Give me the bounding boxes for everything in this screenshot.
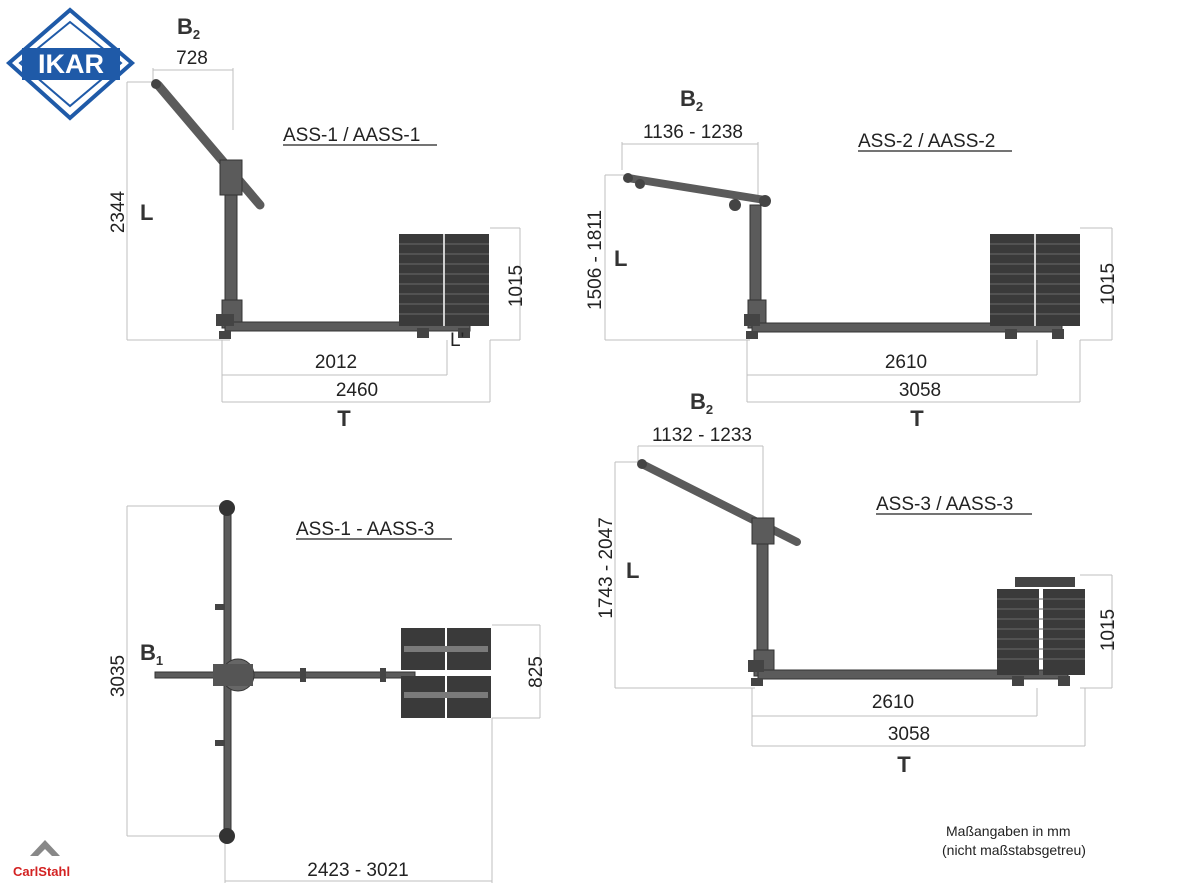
height-dimension: 2344	[108, 190, 129, 233]
weight-height-dimension: 1015	[1098, 609, 1119, 651]
span-dimension-2: 2460	[336, 380, 378, 401]
span-dimension: 2423 - 3021	[307, 860, 408, 881]
b2-label: B2	[680, 86, 703, 114]
foot-label: L'	[450, 330, 464, 351]
width-dimension: 3035	[108, 655, 129, 697]
b2-dimension: 1136 - 1238	[643, 122, 743, 143]
panel-title: ASS-1 - AASS-3	[296, 519, 434, 540]
height-dimension: 1506 - 1811	[585, 210, 606, 310]
panel-ass-3: B2 1132 - 1233 1743 - 2047 L ASS-3 / AAS…	[596, 389, 1119, 777]
panel-ass-1-aass-3: B1 3035 ASS-1 - AASS-3 825 2423 - 3021	[108, 500, 547, 883]
l-label: L	[614, 246, 627, 271]
span-dimension-1: 2610	[885, 352, 927, 373]
t-label: T	[897, 752, 911, 777]
weight-height-dimension: 1015	[506, 265, 527, 307]
b2-dimension: 728	[176, 48, 208, 69]
ikar-logo: IKAR	[5, 7, 136, 121]
b2-label: B2	[177, 14, 200, 42]
units-note-line-1: Maßangaben in mm	[946, 823, 1071, 839]
span-dimension-1: 2610	[872, 692, 914, 713]
span-dimension-2: 3058	[899, 380, 941, 401]
l-label: L	[140, 200, 153, 225]
t-label: T	[337, 406, 351, 431]
panel-ass-1: B2 728 2344 L ASS-1 / AASS-1 1015 2012 2…	[108, 14, 527, 431]
panel-title: ASS-2 / AASS-2	[858, 131, 995, 152]
logo-text: IKAR	[38, 49, 104, 79]
b2-dimension: 1132 - 1233	[652, 425, 752, 446]
panel-title: ASS-3 / AASS-3	[876, 494, 1013, 515]
carlstahl-logo: CarlStahl	[13, 840, 70, 879]
weight-height-dimension: 1015	[1098, 263, 1119, 305]
carlstahl-logo-text: CarlStahl	[13, 864, 70, 879]
panel-title: ASS-1 / AASS-1	[283, 125, 420, 146]
span-dimension-1: 2012	[315, 352, 357, 373]
panel-ass-2: B2 1136 - 1238 1506 - 1811 L ASS-2 / AAS…	[585, 86, 1119, 431]
height-dimension: 1743 - 2047	[596, 517, 617, 618]
span-dimension-2: 3058	[888, 724, 930, 745]
l-label: L	[626, 558, 639, 583]
units-note-line-2: (nicht maßstabsgetreu)	[942, 842, 1086, 858]
units-note: Maßangaben in mm (nicht maßstabsgetreu)	[942, 823, 1086, 858]
weight-width-dimension: 825	[526, 656, 547, 688]
t-label: T	[910, 406, 924, 431]
b2-label: B2	[690, 389, 713, 417]
b1-label: B1	[140, 640, 163, 668]
